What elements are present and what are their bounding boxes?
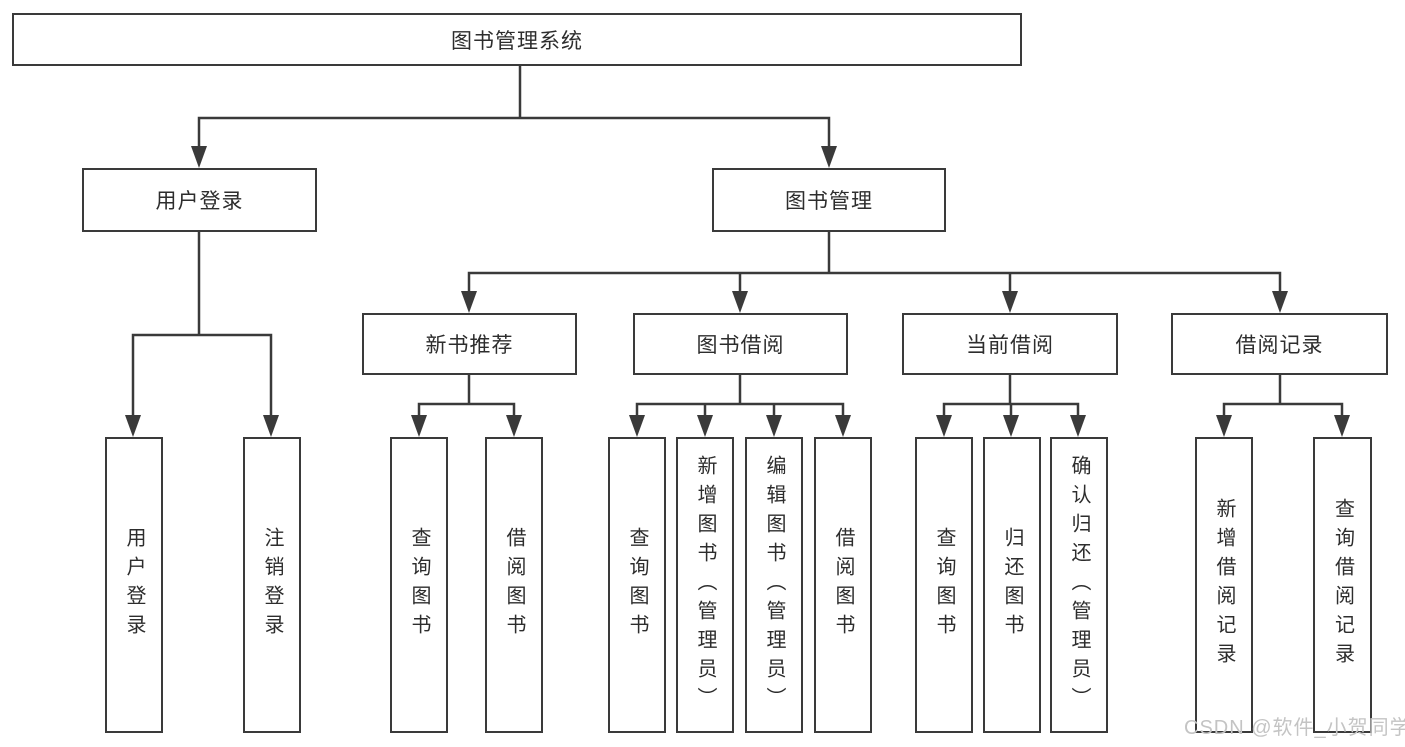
leaf-br-add-record: 新增借阅记录 <box>1195 437 1253 733</box>
leaf-logout: 注销登录 <box>243 437 301 733</box>
leaf-bb-edit-book-admin: 编辑图书（管理员） <box>745 437 803 733</box>
arrowhead-icon <box>835 415 851 437</box>
node-borrow-records: 借阅记录 <box>1171 313 1388 375</box>
leaf-cb-confirm-return-admin: 确认归还（管理员） <box>1050 437 1108 733</box>
arrowhead-icon <box>697 415 713 437</box>
node-current-borrow: 当前借阅 <box>902 313 1118 375</box>
arrowhead-icon <box>1070 415 1086 437</box>
leaf-br-query-record: 查询借阅记录 <box>1313 437 1372 733</box>
node-user-login: 用户登录 <box>82 168 317 232</box>
leaf-bb-add-book-admin: 新增图书（管理员） <box>676 437 734 733</box>
arrowhead-icon <box>732 291 748 313</box>
arrowhead-icon <box>1334 415 1350 437</box>
arrowhead-icon <box>821 146 837 168</box>
arrowhead-icon <box>411 415 427 437</box>
arrowhead-icon <box>1272 291 1288 313</box>
leaf-cb-return-book: 归还图书 <box>983 437 1041 733</box>
arrowhead-icon <box>1216 415 1232 437</box>
connector-lines <box>131 64 1344 421</box>
arrowhead-icon <box>1003 415 1019 437</box>
leaf-nbr-query-book: 查询图书 <box>390 437 448 733</box>
node-book-borrow: 图书借阅 <box>633 313 848 375</box>
node-book-management: 图书管理 <box>712 168 946 232</box>
leaf-bb-query-book: 查询图书 <box>608 437 666 733</box>
arrowhead-icon <box>506 415 522 437</box>
arrowhead-icon <box>936 415 952 437</box>
arrowhead-icon <box>1002 291 1018 313</box>
node-new-book-recommend: 新书推荐 <box>362 313 577 375</box>
leaf-bb-borrow-book: 借阅图书 <box>814 437 872 733</box>
arrowhead-icon <box>766 415 782 437</box>
csdn-watermark: CSDN @软件_小贺同学 <box>1184 717 1405 739</box>
arrowhead-icon <box>461 291 477 313</box>
leaf-user-login: 用户登录 <box>105 437 163 733</box>
arrowhead-icon <box>191 146 207 168</box>
leaf-cb-query-book: 查询图书 <box>915 437 973 733</box>
node-root-system: 图书管理系统 <box>12 13 1022 66</box>
leaf-nbr-borrow-book: 借阅图书 <box>485 437 543 733</box>
arrowhead-icon <box>125 415 141 437</box>
arrowhead-icon <box>629 415 645 437</box>
arrowheads <box>125 146 1350 437</box>
arrowhead-icon <box>263 415 279 437</box>
